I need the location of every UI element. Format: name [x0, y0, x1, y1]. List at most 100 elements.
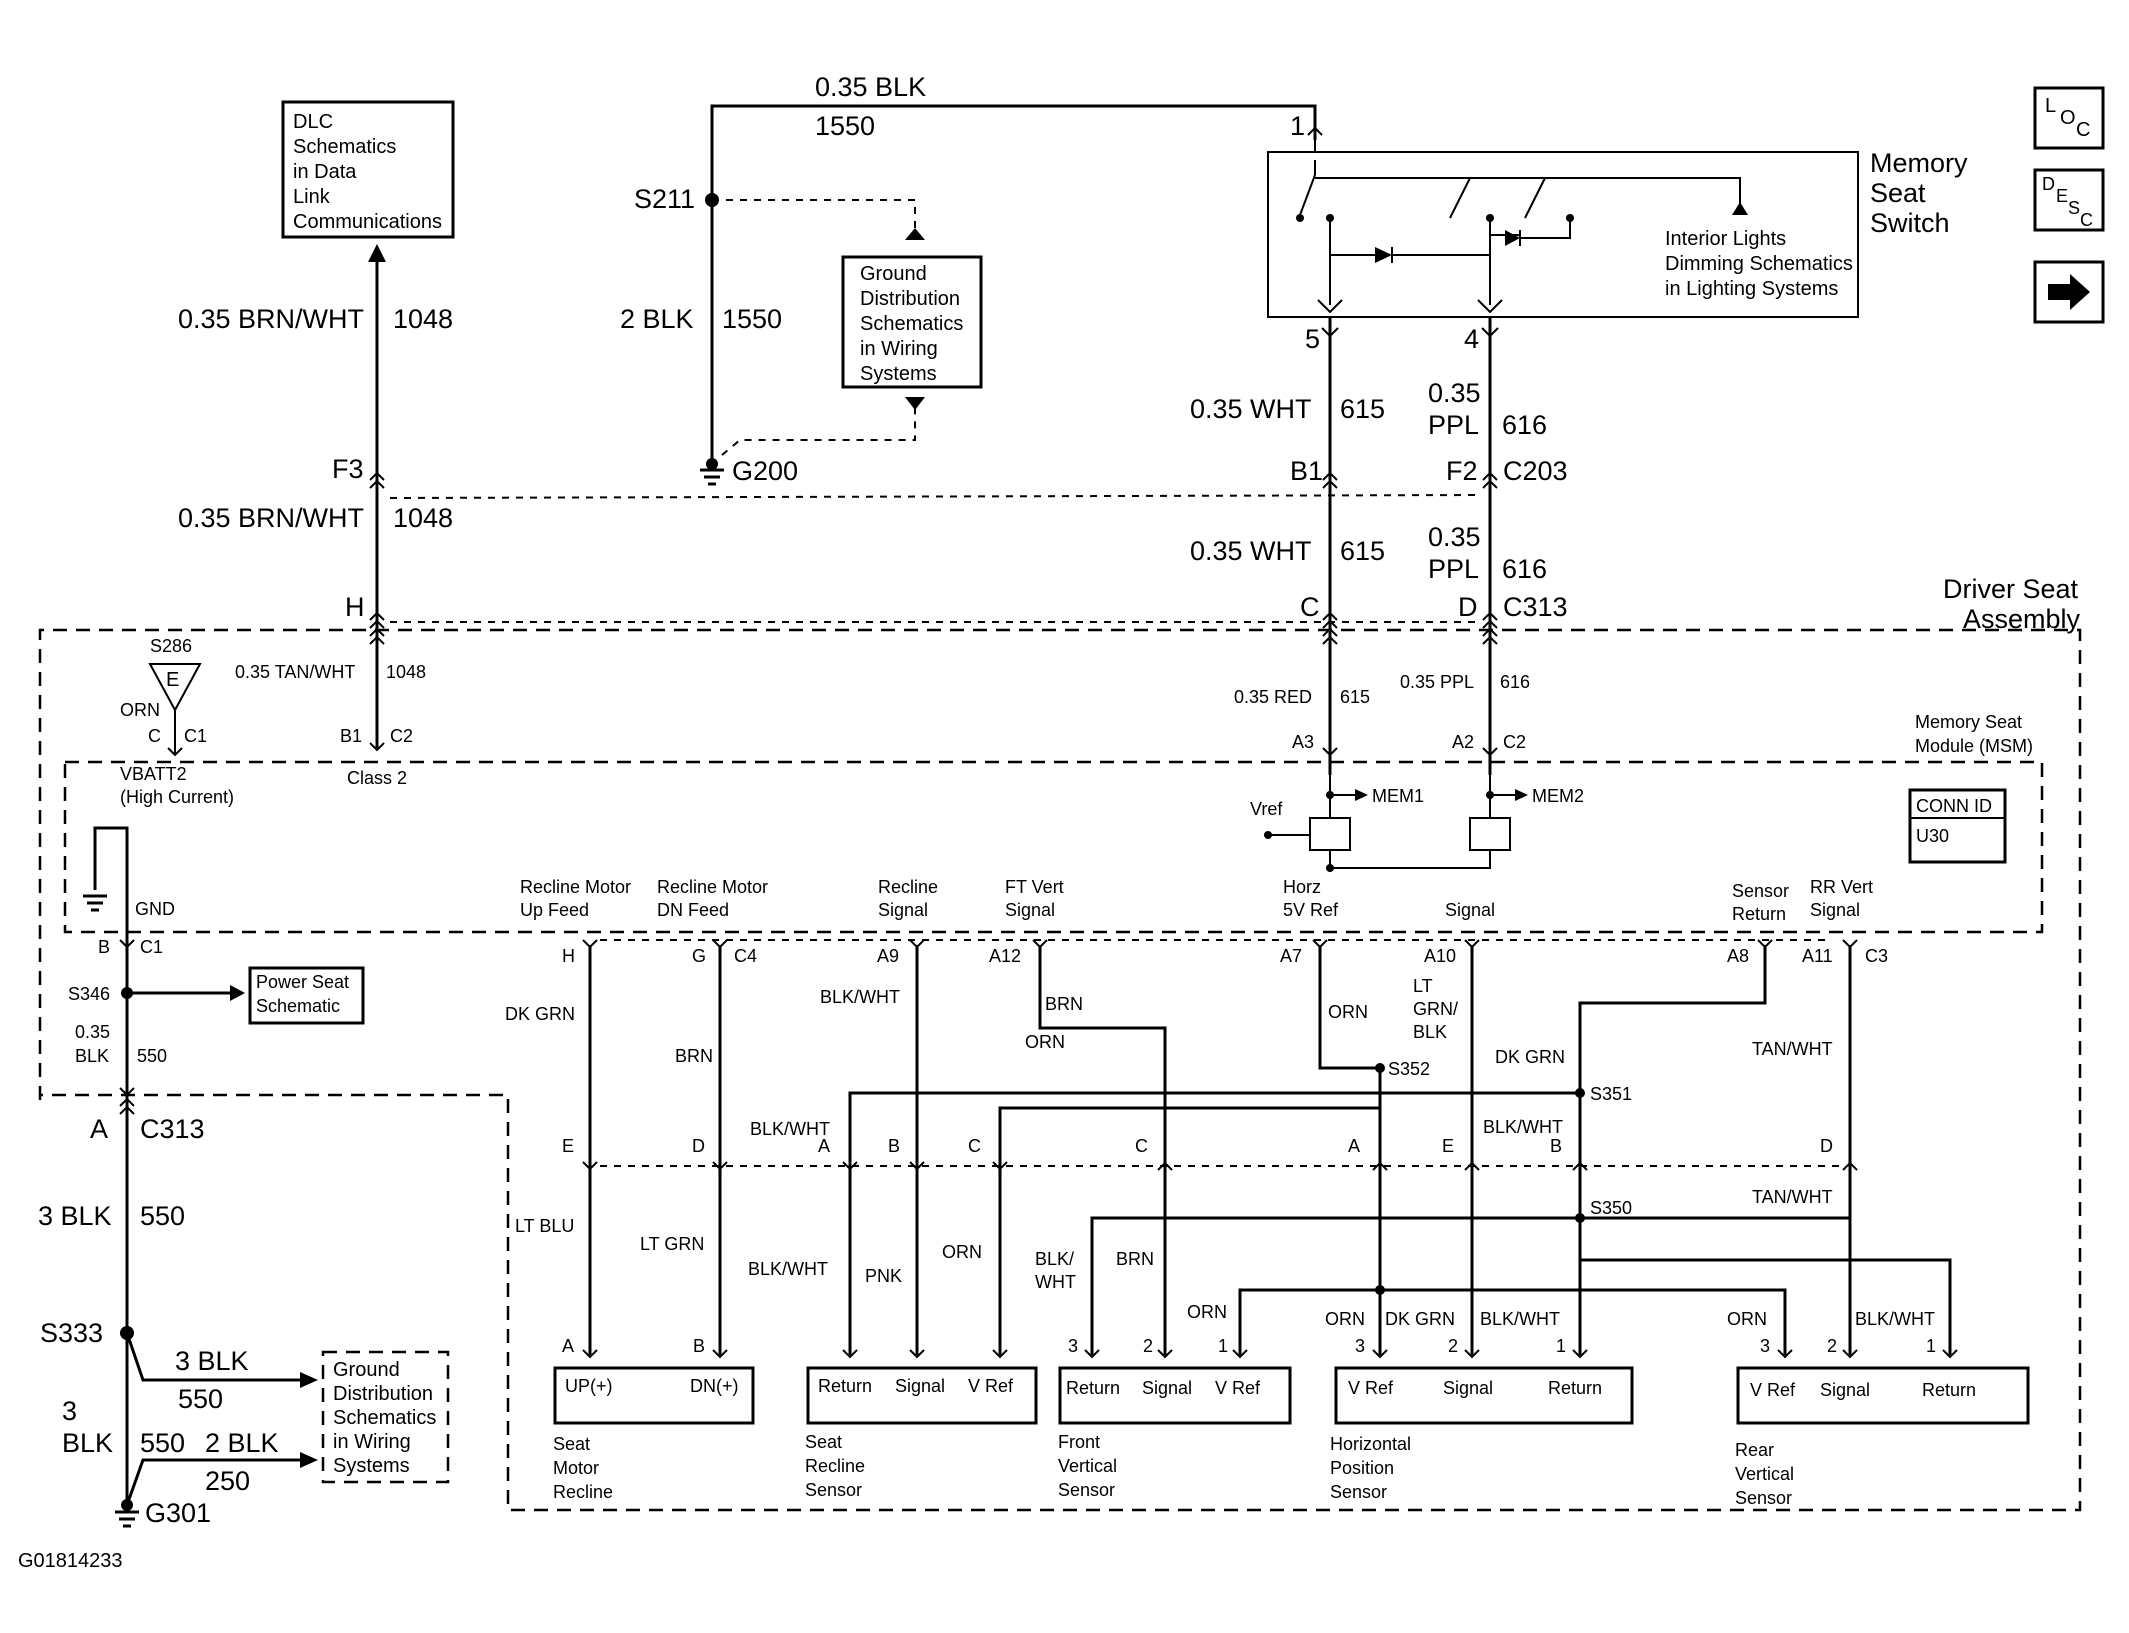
pin-row-markers [582, 939, 1858, 949]
circuit-616-a: 616 [1502, 410, 1547, 440]
label-mem1: MEM1 [1372, 786, 1424, 806]
label-horz-2: 5V Ref [1283, 900, 1339, 920]
gd-top-line-5: Systems [860, 363, 937, 385]
wire-label-3blk-1: 3 BLK [38, 1201, 112, 1231]
pin-a8: A8 [1727, 946, 1749, 966]
conn-id-value: U30 [1916, 826, 1949, 846]
label-vbatt2: VBATT2 [120, 764, 187, 784]
gd-top-line-3: Schematics [860, 313, 963, 335]
wire-dkgrn-1: DK GRN [505, 1004, 575, 1024]
seat-motor-recline: A B UP(+) DN(+) Seat Motor Recline [553, 1336, 755, 1502]
label-ft-vert-2: Signal [1005, 900, 1055, 920]
horizontal-name-3: Sensor [1330, 1482, 1387, 1502]
svg-text:L: L [2045, 95, 2056, 117]
rear-vertical-signal: Signal [1820, 1380, 1870, 1400]
svg-text:S: S [2068, 198, 2080, 218]
dlc-line-4: Link [293, 186, 331, 208]
wire-brn-3: BRN [1116, 1249, 1154, 1269]
wire-blkwht-6: BLK/WHT [1480, 1309, 1560, 1329]
wire-dkgrn-3: DK GRN [1385, 1309, 1455, 1329]
pin-1: 1 [1290, 111, 1305, 141]
connector-c203: C203 [1503, 456, 1568, 486]
wire-blkwht-2: BLK/WHT [750, 1119, 830, 1139]
circuit-1550-top: 1550 [815, 111, 875, 141]
wire-blkwht-7: BLK/WHT [1855, 1309, 1935, 1329]
wire-ltgrnblk-3: BLK [1413, 1022, 1447, 1042]
wire-ltgrnblk-1: LT [1413, 976, 1433, 996]
circuit-615-b: 615 [1340, 536, 1385, 566]
memory-seat-switch-title-3: Switch [1870, 208, 1950, 238]
gd-bottom-line-5: Systems [333, 1455, 410, 1477]
pin-g: G [692, 946, 706, 966]
front-vertical-pin-3: 3 [1068, 1336, 1078, 1356]
circuit-1048-b: 1048 [393, 503, 453, 533]
label-recline-dn-2: DN Feed [657, 900, 729, 920]
label-orn-top: ORN [120, 700, 160, 720]
mid-pin-c2: C [1135, 1136, 1148, 1156]
wire-blkwht-4: BLK/WHT [748, 1259, 828, 1279]
pin-h: H [562, 946, 575, 966]
ground-distribution-box-bottom[interactable]: Ground Distribution Schematics in Wiring… [321, 1350, 450, 1484]
mid-pin-a: A [818, 1136, 830, 1156]
front-vertical-vref: V Ref [1215, 1378, 1261, 1398]
next-arrow-icon[interactable] [2033, 260, 2105, 324]
seat-motor-dn: DN(+) [690, 1376, 739, 1396]
horizontal-signal: Signal [1443, 1378, 1493, 1398]
dlc-line-1: DLC [293, 111, 333, 133]
desc-icon[interactable]: D E S C [2033, 168, 2105, 232]
mid-pin-e2: E [1442, 1136, 1454, 1156]
horizontal-pin-2: 2 [1448, 1336, 1458, 1356]
label-rr-vert-1: RR Vert [1810, 877, 1873, 897]
splice-label-s350: S350 [1590, 1198, 1632, 1218]
pin-4: 4 [1464, 324, 1479, 354]
label-c-pin: C [148, 726, 161, 746]
dlc-line-3: in Data [293, 161, 357, 183]
seat-motor-up: UP(+) [565, 1376, 613, 1396]
label-sensor-return-2: Return [1732, 904, 1786, 924]
horizontal-name-2: Position [1330, 1458, 1394, 1478]
seat-motor-pin-b: B [693, 1336, 705, 1356]
wire-dkgrn-2: DK GRN [1495, 1047, 1565, 1067]
connector-d: D [1458, 592, 1478, 622]
horizontal-pin-1: 1 [1556, 1336, 1566, 1356]
dlc-schematics-box[interactable]: DLC Schematics in Data Link Communicatio… [281, 100, 455, 239]
front-vertical-return: Return [1066, 1378, 1120, 1398]
wire-ltblu: LT BLU [515, 1216, 574, 1236]
wire-label-ppl-1b: PPL [1428, 410, 1479, 440]
wire-orn-5: ORN [1325, 1309, 1365, 1329]
front-vertical-sensor: 3 2 1 Return Signal V Ref Front Vertical… [1058, 1336, 1292, 1500]
driver-seat-assembly-boundary [38, 628, 2082, 1512]
mid-pin-c: C [968, 1136, 981, 1156]
pin-a12: A12 [989, 946, 1021, 966]
circuit-550-a: 550 [140, 1201, 185, 1231]
mid-pin-b2: B [1550, 1136, 1562, 1156]
horizontal-vref: V Ref [1348, 1378, 1394, 1398]
svg-text:C: C [2076, 119, 2090, 141]
wire-orn-1: ORN [1025, 1032, 1065, 1052]
fuse-s286-icon [148, 663, 202, 713]
mid-pin-b: B [888, 1136, 900, 1156]
ground-distribution-box-top[interactable]: Ground Distribution Schematics in Wiring… [841, 255, 983, 389]
memory-seat-switch-title-1: Memory [1870, 148, 1968, 178]
svg-text:O: O [2060, 107, 2076, 129]
gd-bottom-line-2: Distribution [333, 1383, 433, 1405]
label-recline-signal-2: Signal [878, 900, 928, 920]
seat-motor-name-3: Recline [553, 1482, 613, 1502]
dlc-line-2: Schematics [293, 136, 396, 158]
splice-s351 [1575, 1088, 1585, 1098]
label-ppl-asm: 0.35 PPL [1400, 672, 1474, 692]
splice-label-s352: S352 [1388, 1059, 1430, 1079]
label-horz-1: Horz [1283, 877, 1321, 897]
rear-vertical-pin-2: 2 [1827, 1336, 1837, 1356]
label-rr-vert-2: Signal [1810, 900, 1860, 920]
pin-a9: A9 [877, 946, 899, 966]
ground-g301-icon [115, 1510, 139, 1528]
wire-label-035-blk: 0.35 BLK [815, 72, 926, 102]
loc-icon[interactable]: L O C [2033, 86, 2105, 150]
power-seat-schematic-box[interactable]: Power Seat Schematic [248, 966, 365, 1025]
connector-b1: B1 [1290, 456, 1323, 486]
label-550-asm: 550 [137, 1046, 167, 1066]
circuit-550-c: 550 [140, 1428, 185, 1458]
memory-seat-module-boundary [63, 760, 2044, 934]
wire-label-2blk-bottom: 2 BLK [205, 1428, 279, 1458]
